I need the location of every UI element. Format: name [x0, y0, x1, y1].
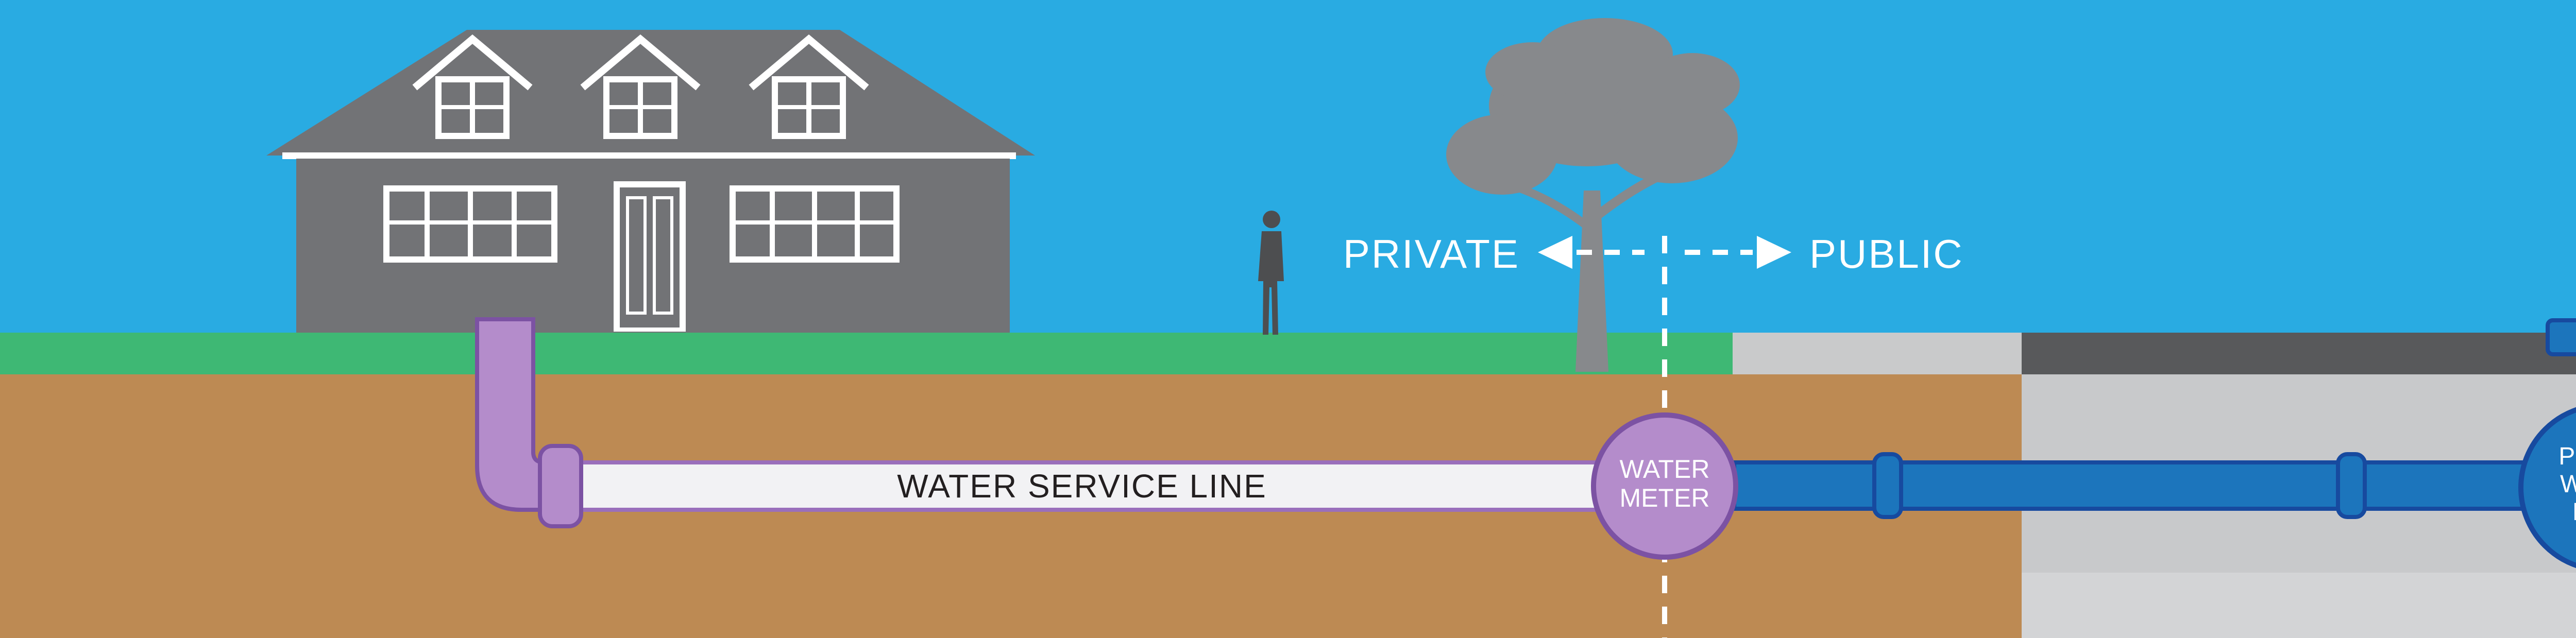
tree-canopy-upper-right [1645, 53, 1740, 117]
main-window-right [730, 185, 900, 263]
public-water-main-label-line2: WATER [2560, 471, 2576, 498]
water-meter-label-line1: WATER [1620, 455, 1710, 484]
public-water-main-label-line1: PUBLIC [2558, 443, 2576, 470]
dormer-3 [749, 34, 869, 152]
public-pipe-coupling-2 [2336, 452, 2367, 519]
arrow-right-icon [1757, 236, 1791, 269]
dormer-gable-trim [580, 34, 701, 91]
dormer-2 [580, 34, 701, 152]
door-panel-left [626, 196, 647, 315]
window-mullion-h [389, 220, 551, 225]
grass [0, 333, 1733, 374]
public-pipe-coupling-1 [1872, 452, 1903, 519]
concrete-lower-layer [2022, 573, 2576, 638]
tree [1446, 18, 1740, 372]
main-window-left [383, 185, 557, 263]
public-water-main-label-line3: MAIN [2572, 498, 2576, 526]
window-mullion-h [736, 220, 893, 225]
tree-canopy-left [1446, 114, 1557, 195]
public-water-main: PUBLIC WATER MAIN [2518, 407, 2576, 568]
person-body [1258, 231, 1284, 335]
road [2022, 333, 2576, 374]
dormer-1 [412, 34, 533, 152]
dormer-window-mullion-h [442, 105, 503, 109]
dormer-gable-trim [412, 34, 533, 91]
house [266, 30, 1035, 333]
house-eaves-trim [282, 152, 1016, 159]
main-standpipe-flange [2546, 318, 2576, 356]
dormer-gable-trim [749, 34, 869, 91]
door-panel-right [653, 196, 673, 315]
dormer-window-mullion-h [609, 105, 671, 109]
public-water-main-circle [2518, 407, 2576, 568]
water-meter-circle [1591, 412, 1738, 560]
public-label: PUBLIC [1809, 231, 1964, 277]
service-line-coupling [538, 444, 583, 528]
tree-trunk [1575, 191, 1608, 372]
house-drop-pipe-elbow [475, 317, 549, 512]
dormer-window-mullion-h [778, 105, 840, 109]
water-meter-label-line2: METER [1620, 484, 1710, 512]
private-label: PRIVATE [1343, 231, 1520, 277]
person [1258, 211, 1284, 335]
service-line-label: WATER SERVICE LINE [897, 468, 1267, 505]
person-head [1263, 211, 1280, 228]
zone-indicator: PRIVATE PUBLIC [1343, 231, 1964, 277]
door-slab [620, 187, 680, 327]
water-meter: WATER METER [1591, 412, 1738, 560]
arrow-left-icon [1538, 236, 1572, 269]
public-pipe [1732, 460, 2576, 511]
tree-canopy-upper-left [1485, 42, 1580, 102]
sidewalk [1733, 333, 2022, 374]
front-door [614, 181, 686, 332]
